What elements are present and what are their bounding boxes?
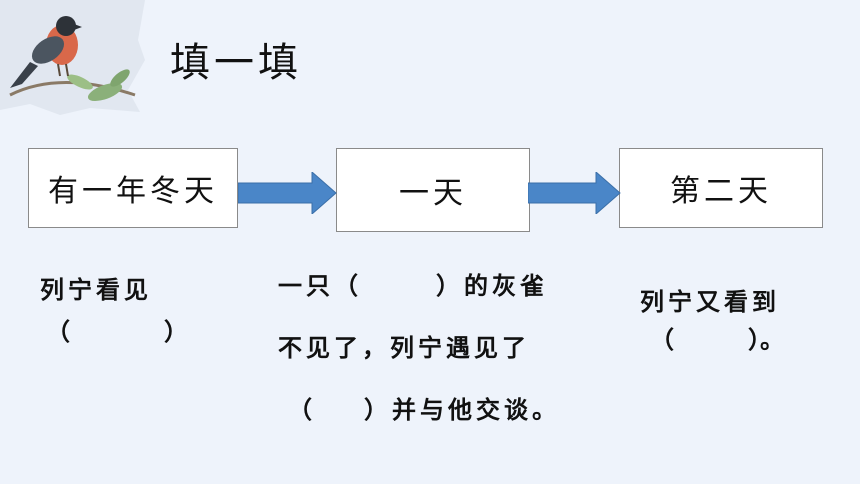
right-arrow-icon — [238, 172, 337, 214]
col1-line1: 列宁看见 — [40, 276, 152, 304]
stage-box-label: 有一年冬天 — [48, 174, 218, 209]
stage-box-next-day: 第二天 — [619, 148, 823, 228]
col2-line3-paren-open: （ — [288, 396, 312, 424]
col2-line1-a: 一只（ — [278, 272, 362, 300]
bird-illustration — [0, 0, 145, 115]
col2-line2: 不见了，列宁遇见了 — [278, 334, 530, 362]
stage-box-label: 一天 — [399, 176, 467, 211]
col2-line1-b: ）的灰雀 — [436, 272, 548, 300]
col3-paren-open: （ — [650, 326, 674, 354]
col1-paren-close: ） — [164, 318, 188, 346]
page-title: 填一填 — [170, 40, 302, 86]
col1-paren-open: （ — [46, 318, 70, 346]
col3-paren-close: ）。 — [748, 326, 784, 354]
stage-box-label: 第二天 — [670, 174, 772, 209]
col2-line3: ）并与他交谈。 — [364, 396, 560, 424]
stage-box-winter: 有一年冬天 — [28, 148, 238, 228]
col3-line1: 列宁又看到 — [640, 288, 780, 316]
stage-box-one-day: 一天 — [336, 148, 530, 232]
right-arrow-icon — [528, 172, 621, 214]
